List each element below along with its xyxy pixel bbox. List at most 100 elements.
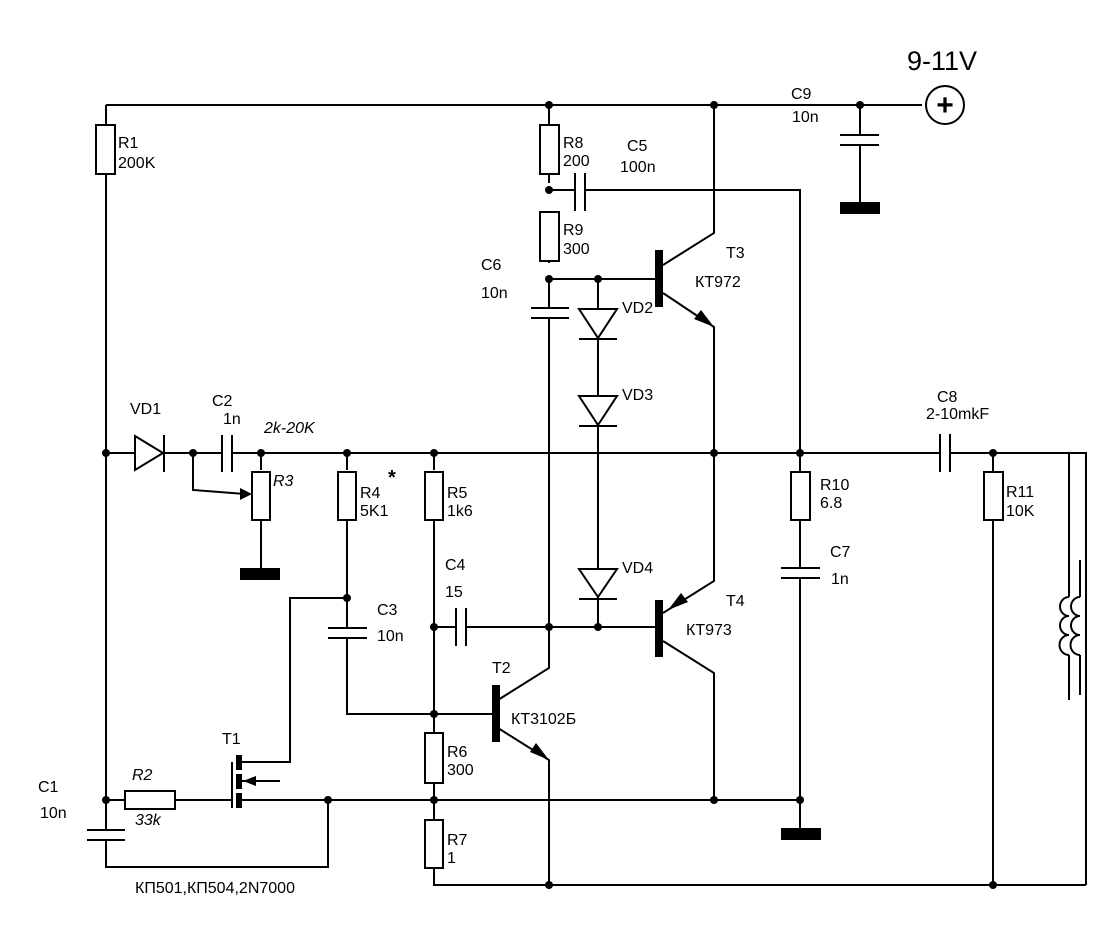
junction-dot bbox=[545, 101, 553, 109]
t2-ref-label: T2 bbox=[492, 660, 511, 677]
r3-ref-label: R3 bbox=[273, 473, 294, 490]
c9-ref-label: C9 bbox=[791, 86, 812, 103]
t2-collector-wire bbox=[497, 105, 550, 701]
c6-ref-label: C6 bbox=[481, 257, 502, 274]
r2-body[interactable] bbox=[124, 790, 176, 810]
junction-dot bbox=[189, 449, 197, 457]
t4-pnp-symbol[interactable] bbox=[655, 593, 688, 657]
t2-emitter-arrow-icon bbox=[530, 743, 549, 760]
junction-dot bbox=[102, 449, 110, 457]
junction-dot bbox=[102, 796, 110, 804]
t2-part-label: КТ3102Б bbox=[511, 711, 576, 728]
vd2-ref-label: VD2 bbox=[622, 300, 653, 317]
r3-value-label: 2k-20K bbox=[263, 420, 316, 437]
c8-symbol[interactable] bbox=[939, 434, 951, 472]
r3-body[interactable] bbox=[251, 471, 271, 521]
c1-symbol[interactable] bbox=[87, 829, 125, 841]
r8-body[interactable] bbox=[539, 124, 560, 175]
c2-symbol[interactable] bbox=[221, 435, 233, 472]
vd4-symbol[interactable] bbox=[577, 568, 619, 600]
vd3-symbol[interactable] bbox=[577, 395, 619, 427]
c3-value-label: 10n bbox=[377, 628, 404, 645]
r9-value-label: 300 bbox=[563, 241, 590, 258]
c4-symbol[interactable] bbox=[455, 608, 467, 646]
t3-npn-symbol[interactable] bbox=[655, 250, 714, 327]
r2-value-label: 33k bbox=[135, 812, 162, 829]
t3-emitter-arrow-icon bbox=[694, 310, 714, 327]
supply-voltage-label: 9-11V bbox=[907, 46, 977, 76]
r9-ref-label: R9 bbox=[563, 222, 584, 239]
junction-dot bbox=[710, 449, 718, 457]
junction-dot bbox=[594, 275, 602, 283]
r11-ref-label: R11 bbox=[1006, 484, 1034, 501]
r10-ref-label: R10 bbox=[820, 477, 849, 494]
r9-body[interactable] bbox=[539, 211, 560, 262]
c7-value-label: 1n bbox=[831, 571, 849, 588]
c3-symbol[interactable] bbox=[328, 627, 367, 639]
junction-dot bbox=[710, 796, 718, 804]
t1-mosfet-symbol[interactable] bbox=[231, 755, 256, 808]
c7-symbol[interactable] bbox=[781, 567, 820, 579]
t4-collector-wire bbox=[662, 640, 715, 800]
transistors bbox=[231, 250, 714, 808]
junction-dot bbox=[430, 796, 438, 804]
r5-value-label: 1k6 bbox=[447, 503, 473, 520]
junction-dot bbox=[545, 186, 553, 194]
junction-dot bbox=[545, 881, 553, 889]
c1-ref-label: C1 bbox=[38, 779, 59, 796]
coil-secondary bbox=[1069, 596, 1081, 656]
r4-body[interactable] bbox=[337, 471, 357, 521]
capacitors bbox=[87, 134, 951, 841]
labels: 9-11V R1 200K R2 33k R3 2k-20K R4 5K1 * … bbox=[38, 46, 1035, 897]
t3-collector-wire bbox=[662, 105, 715, 266]
resistors bbox=[95, 124, 1004, 869]
c3-ref-label: C3 bbox=[377, 602, 398, 619]
output-transformer-symbol[interactable] bbox=[1058, 453, 1081, 700]
r10-body[interactable] bbox=[790, 471, 811, 521]
ground-icon bbox=[781, 828, 821, 840]
r5-body[interactable] bbox=[424, 471, 444, 521]
junction-dot bbox=[545, 275, 553, 283]
r10-value-label: 6.8 bbox=[820, 495, 842, 512]
vd3-ref-label: VD3 bbox=[622, 387, 653, 404]
junction-dot bbox=[594, 623, 602, 631]
r7-body[interactable] bbox=[424, 819, 444, 869]
vd1-ref-label: VD1 bbox=[130, 401, 161, 418]
c8-value-label: 2-10mkF bbox=[926, 406, 989, 423]
c6-symbol[interactable] bbox=[531, 307, 569, 319]
t2-npn-symbol[interactable] bbox=[492, 685, 549, 760]
supply-terminal[interactable]: + bbox=[925, 85, 965, 125]
c5-symbol[interactable] bbox=[574, 173, 586, 211]
vd2-symbol[interactable] bbox=[577, 308, 619, 340]
ground-icon bbox=[840, 202, 880, 214]
r4-value-label: 5K1 bbox=[360, 503, 389, 520]
junction-dot bbox=[257, 449, 265, 457]
r11-value-label: 10K bbox=[1006, 503, 1035, 520]
c5-value-label: 100n bbox=[620, 159, 656, 176]
junction-dot bbox=[710, 101, 718, 109]
junctions bbox=[102, 101, 997, 889]
c2-value-label: 1n bbox=[223, 411, 241, 428]
r3-wiper-arrow-icon bbox=[240, 488, 252, 500]
r1-body[interactable] bbox=[95, 124, 116, 175]
r1-value-label: 200K bbox=[118, 155, 156, 172]
plus-icon: + bbox=[936, 89, 954, 122]
t4-part-label: КТ973 bbox=[686, 622, 732, 639]
vd1-symbol[interactable] bbox=[134, 434, 165, 472]
r6-ref-label: R6 bbox=[447, 744, 468, 761]
junction-dot bbox=[796, 796, 804, 804]
r7-value-label: 1 bbox=[447, 850, 456, 867]
r6-body[interactable] bbox=[424, 732, 444, 784]
junction-dot bbox=[324, 796, 332, 804]
junction-dot bbox=[343, 449, 351, 457]
r11-body[interactable] bbox=[983, 471, 1004, 521]
c2-ref-label: C2 bbox=[212, 393, 233, 410]
c9-symbol[interactable] bbox=[840, 134, 879, 146]
c1-loop-wire bbox=[105, 800, 329, 868]
t3-ref-label: T3 bbox=[726, 245, 745, 262]
junction-dot bbox=[545, 623, 553, 631]
r4-ref-label: R4 bbox=[360, 485, 381, 502]
c9-value-label: 10n bbox=[792, 109, 819, 126]
r6-value-label: 300 bbox=[447, 762, 474, 779]
